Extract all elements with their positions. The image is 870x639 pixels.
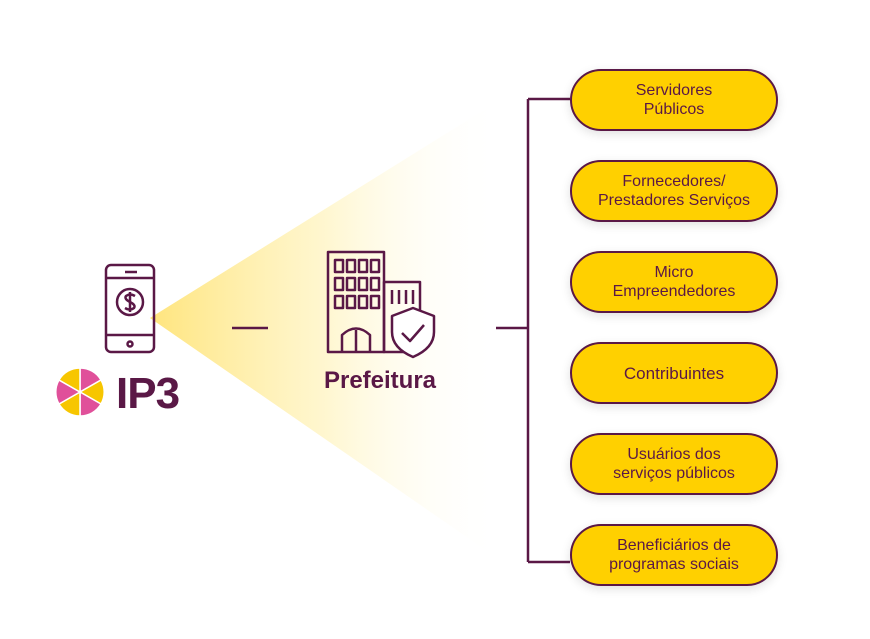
- ip3-flower-icon: [55, 367, 105, 417]
- audience-label-line: Prestadores Serviços: [597, 192, 751, 209]
- building-shield-icon: [326, 250, 436, 359]
- audience-label-line: serviços públicos: [613, 465, 735, 482]
- brand-logo-text: IP3: [116, 369, 180, 418]
- audience-label-line: Contribuintes: [623, 363, 725, 383]
- audience-label-line: Usuários dos: [627, 446, 721, 463]
- audience-fornecedores: Fornecedores/ Prestadores Serviços: [570, 160, 778, 222]
- audience-contribuintes: Contribuintes: [570, 342, 778, 404]
- light-beam: [150, 100, 500, 560]
- audience-label-line: Servidores: [635, 82, 713, 99]
- audience-label-line: Empreendedores: [612, 283, 736, 300]
- audience-label-line: Beneficiários de: [617, 537, 731, 554]
- audience-label-line: Micro: [654, 264, 694, 281]
- audience-label-line: Públicos: [643, 101, 705, 118]
- audience-servidores-publicos: Servidores Públicos: [570, 69, 778, 131]
- audience-micro-empreendedores: Micro Empreendedores: [570, 251, 778, 313]
- audience-label-line: Fornecedores/: [622, 173, 726, 190]
- bracket: [526, 97, 570, 564]
- phone-dollar-icon: [104, 263, 156, 354]
- audience-usuarios: Usuários dos serviços públicos: [570, 433, 778, 495]
- prefeitura-label: Prefeitura: [323, 367, 437, 394]
- audience-label-line: programas sociais: [609, 556, 739, 573]
- audience-beneficiarios: Beneficiários de programas sociais: [570, 524, 778, 586]
